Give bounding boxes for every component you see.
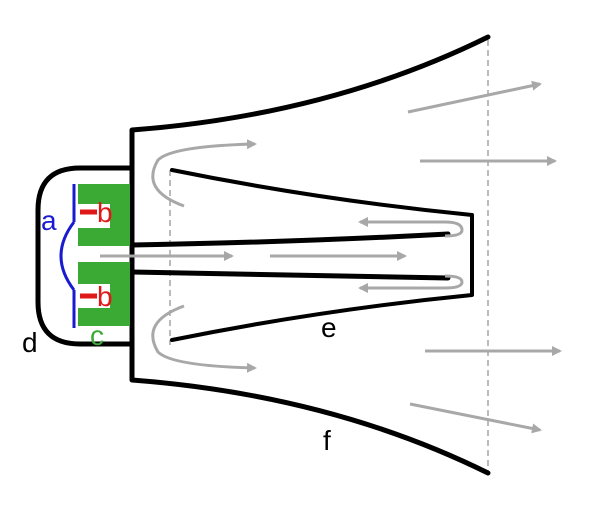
label-d: d (22, 327, 38, 358)
throat-channel (129, 231, 451, 281)
label-b-bottom: b (97, 281, 113, 312)
label-c: c (90, 320, 104, 351)
driver-housing (35, 165, 132, 347)
sound-flow-arrows (100, 80, 562, 434)
flow-curve-lower (151, 304, 257, 373)
flow-curve-upper (151, 139, 257, 208)
flow-out-4 (409, 402, 542, 434)
flow-out-1 (407, 80, 542, 114)
dashed-guides (169, 40, 489, 475)
flow-return-lower (358, 274, 464, 293)
label-f: f (323, 425, 331, 456)
label-b-top: b (97, 197, 113, 228)
label-a: a (41, 205, 57, 236)
flow-return-upper (358, 217, 464, 238)
diaphragm (59, 221, 76, 291)
label-e: e (321, 312, 337, 343)
voice-coil (72, 184, 97, 328)
labels: a b b c d e f (22, 197, 337, 456)
magnet-assembly (78, 184, 130, 326)
inner-horn (170, 168, 474, 342)
